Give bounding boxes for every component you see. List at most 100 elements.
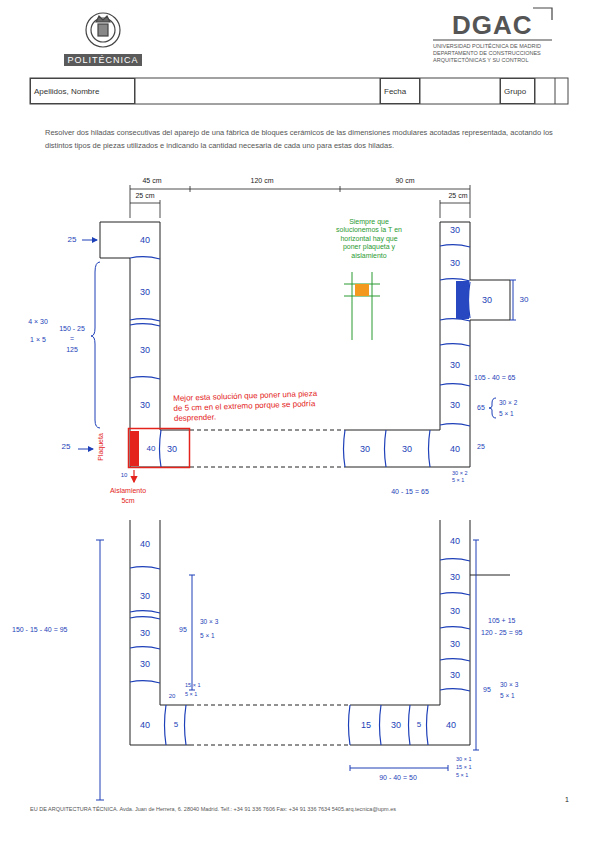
handwritten-note: = [70,335,74,343]
printed-text: DGAC [452,12,533,38]
line-art [189,575,195,690]
field-label: Grupo [504,87,526,96]
tile-fill [130,431,139,466]
printed-text: UNIVERSIDAD POLITÉCNICA DE MADRID [433,43,541,49]
red-arrow [133,470,134,482]
handwritten-note: 5 × 1 [456,772,468,778]
insulation-fill [456,281,469,319]
handwritten-note: 65 [477,404,485,412]
annotation-lines-2 [96,540,479,800]
line-art [130,319,160,326]
line-art [190,705,350,745]
line-art [130,647,160,683]
handwritten-note: 30 [450,400,460,410]
handwritten-note: 15 [361,720,371,730]
line-art [350,705,470,745]
handwritten-note: 30 × 3 [500,681,518,688]
correction-note: 5cm [121,497,134,505]
university-emblem [86,13,120,47]
handwritten-note: 40 [147,444,156,453]
handwritten-note: 105 - 40 = 65 [474,374,515,382]
line-art [82,240,97,241]
line-art [160,200,440,218]
line-art [344,430,431,467]
handwritten-note: 30 [520,295,529,304]
handwritten-note: 120 - 25 = 95 [481,629,522,637]
handwritten-note: 15 × 1 [185,682,200,688]
line-art [440,245,470,247]
handwritten-note: 40 [140,235,150,245]
correction-note: Aislamiento [110,487,146,495]
handwritten-note: 25 [68,235,77,244]
logo-frame [433,8,552,40]
handwritten-note: 25 [477,443,485,451]
line-art [96,16,110,22]
handwritten-note: 30 [140,345,150,355]
field-label: Fecha [384,87,406,96]
line-art [349,705,429,745]
handwritten-note: 30 [140,659,150,669]
line-art [130,257,160,259]
line-art [165,705,187,745]
handwritten-note: 30 [140,287,150,297]
field-label: Apellidos, Nombre [34,87,99,96]
line-art [96,540,104,800]
printed-text: 90 cm [395,177,414,185]
handwritten-note: 40 [140,539,150,549]
handwritten-note: 15 × 1 [456,764,471,770]
handwritten-note: 40 [140,720,150,730]
line-art [489,398,496,418]
line-art [473,540,479,750]
handwritten-note: 30 [402,444,412,454]
handwritten-note: 5 × 1 [452,477,464,483]
form-cell: Fecha [380,78,420,104]
line-art [130,203,470,204]
line-art [440,344,470,426]
line-art [440,222,441,430]
wall-outline [100,222,510,467]
red-outline [129,429,190,468]
line-art [30,78,568,104]
green-detail [344,272,380,340]
handwritten-note: 95 [179,626,187,634]
handwritten-note: 10 [121,472,128,479]
printed-text: 45 cm [142,177,161,185]
line-art [470,222,510,467]
handwritten-note: 40 - 15 = 65 [391,488,429,496]
handwritten-note: 20 [169,693,176,700]
line-art [100,222,160,258]
handwritten-note: 30 × 2 [499,399,517,406]
form-cell: Grupo [500,78,535,104]
printed-text: 120 cm [251,177,274,185]
handwritten-note: 150 - 25 [59,325,85,333]
line-art [345,430,470,467]
line-art [135,78,555,104]
printed-text: 1 [565,796,569,804]
handwritten-note: 125 [66,346,78,354]
handwritten-note: 5 × 1 [499,410,514,417]
handwritten-note: 30 [450,606,460,616]
printed-text: 25 cm [135,192,154,200]
handwritten-note: 5 [417,720,421,729]
line-art [130,189,470,190]
handwritten-note: 5 × 1 [185,691,197,697]
handwritten-note: 30 [482,295,492,305]
handwritten-note: 25 [62,442,71,451]
correction-note: Plaqueta [97,433,105,461]
handwritten-note: 30 [140,591,150,601]
line-art [440,222,470,223]
handwritten-note: 4 × 30 [28,318,48,326]
dimension-lines [130,185,470,218]
line-art [130,377,160,379]
handwritten-note: 30 [140,400,150,410]
handwritten-note: 40 [446,720,456,730]
line-art [470,520,471,745]
line-art [440,559,470,629]
line-art [350,765,448,771]
handwritten-note: 30 [360,444,370,454]
correction-note: Mejor esta solución que poner una pieza … [173,389,329,424]
line-art [130,185,470,218]
line-art [91,262,100,428]
